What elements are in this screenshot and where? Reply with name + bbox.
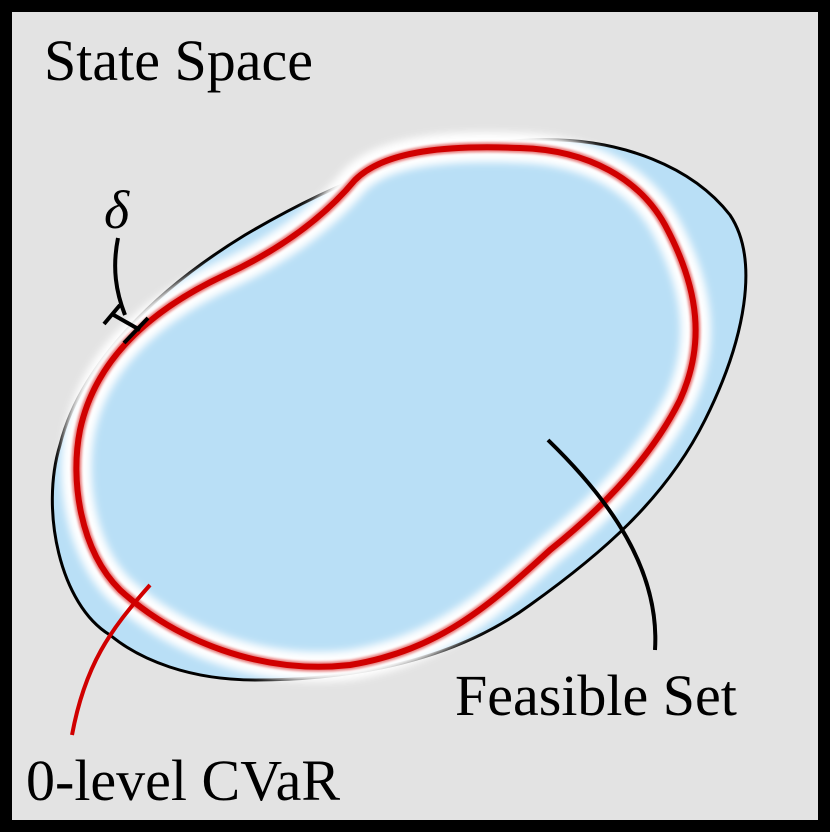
state-space-label: State Space bbox=[44, 28, 313, 93]
delta-label: δ bbox=[104, 180, 130, 240]
feasible-set-leader-line bbox=[546, 438, 658, 651]
cvar-leader-line bbox=[70, 583, 152, 736]
feasible-set-label: Feasible Set bbox=[455, 663, 737, 728]
delta-marker-span bbox=[111, 312, 141, 332]
delta-marker-tick-outer bbox=[102, 303, 122, 326]
delta-leader-line bbox=[113, 237, 127, 316]
cvar-label: 0-level CVaR bbox=[26, 748, 340, 813]
delta-marker-tick-inner bbox=[122, 316, 150, 345]
